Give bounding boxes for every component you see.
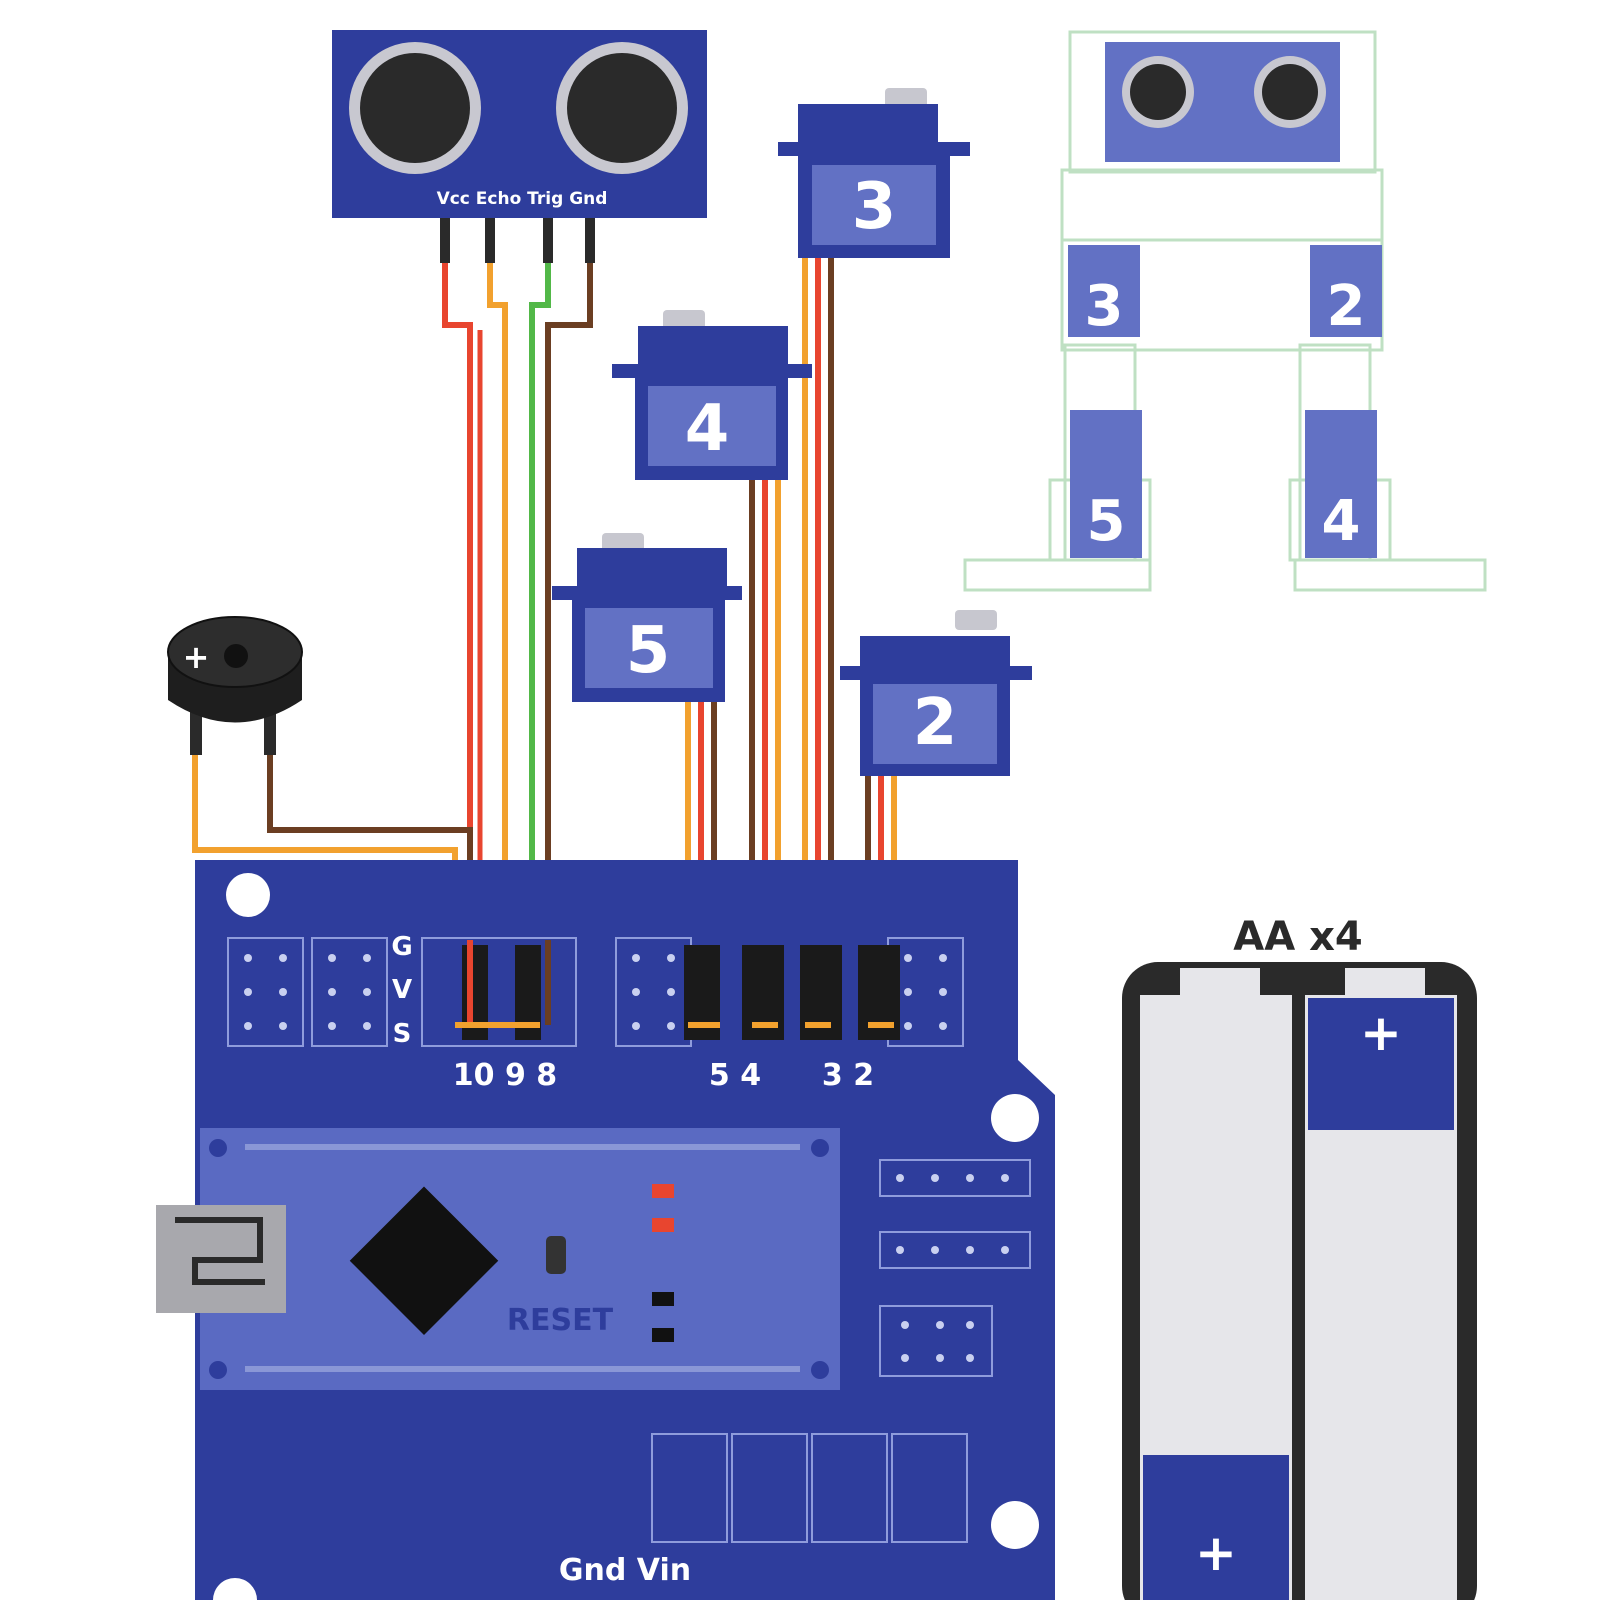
battery-title: AA x4 (1233, 914, 1362, 960)
header-pin-dots (244, 954, 947, 1030)
svg-text:4: 4 (685, 392, 730, 466)
pin-numbers-right: 3 2 (822, 1058, 874, 1093)
reset-label: RESET (507, 1303, 614, 1338)
robot-servo-hip-right: 2 (1310, 245, 1382, 339)
svg-text:+: + (183, 638, 210, 676)
battery-plus-top: + (1360, 1004, 1402, 1062)
sensor-pin-labels: Vcc Echo Trig Gnd (437, 189, 608, 209)
svg-text:4: 4 (1322, 489, 1361, 554)
header-g-label: G (391, 932, 412, 962)
battery-plus-bottom: + (1195, 1524, 1237, 1582)
power-label: Gnd Vin (559, 1553, 691, 1588)
robot-servo-hip-left: 3 (1068, 245, 1140, 339)
nano-board: RESET (156, 1128, 840, 1390)
svg-text:3: 3 (1085, 274, 1124, 339)
connector-wire-ends (455, 940, 894, 1028)
svg-text:3: 3 (852, 170, 897, 244)
servo-5: 5 (552, 533, 742, 702)
servo-3: 3 (778, 88, 970, 258)
pin-numbers-left: 10 9 8 (453, 1058, 557, 1093)
robot-head (1105, 42, 1340, 162)
svg-text:5: 5 (626, 614, 671, 688)
svg-text:2: 2 (1327, 274, 1366, 339)
buzzer: + (167, 616, 303, 755)
sensor-wires (442, 225, 593, 1025)
side-headers (651, 1159, 1031, 1543)
svg-text:2: 2 (913, 686, 958, 760)
ultrasonic-sensor: Vcc Echo Trig Gnd (332, 30, 707, 263)
robot-servo-foot-left: 5 (1070, 410, 1142, 558)
battery-pack: AA x4 + + (1122, 914, 1477, 1600)
robot-servo-foot-right: 4 (1305, 410, 1377, 558)
servo-2: 2 (840, 610, 1032, 776)
servo-4: 4 (612, 310, 812, 480)
nano-pin-rows (209, 1139, 829, 1379)
side-header-dots (896, 1174, 1009, 1362)
pin-numbers-mid: 5 4 (709, 1058, 761, 1093)
svg-text:5: 5 (1087, 489, 1126, 554)
header-s-label: S (393, 1019, 412, 1049)
header-v-label: V (392, 975, 412, 1005)
